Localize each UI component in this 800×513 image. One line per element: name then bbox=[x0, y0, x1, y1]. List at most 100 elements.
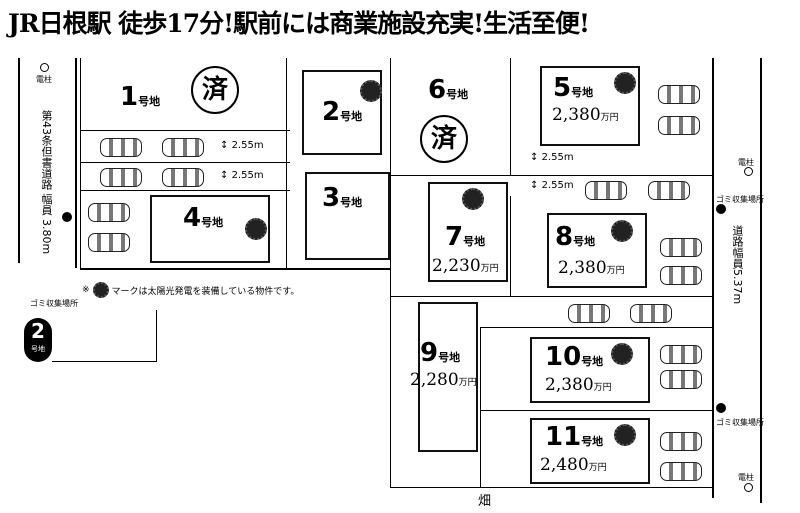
left-road-edge bbox=[18, 58, 20, 263]
dimension-label: ↕ 2.55m bbox=[530, 152, 574, 163]
lot-5-price: 2,380万円 bbox=[552, 105, 619, 125]
garbage-point-marker bbox=[716, 204, 726, 214]
boundary bbox=[80, 190, 290, 191]
boundary bbox=[80, 268, 390, 270]
solar-icon bbox=[462, 188, 484, 210]
boundary bbox=[390, 175, 712, 176]
utility-pole-icon bbox=[744, 167, 753, 176]
field-label: 畑 bbox=[478, 494, 492, 509]
lot-3-label: 3号地 bbox=[322, 183, 363, 213]
boundary bbox=[156, 310, 157, 362]
parking-car-icon bbox=[568, 304, 610, 323]
sold-mark-lot-6: 済 bbox=[420, 115, 468, 163]
solar-icon bbox=[611, 343, 633, 365]
lot-11-label: 11号地 bbox=[545, 422, 604, 452]
garbage-point-label: ゴミ収集場所 bbox=[716, 418, 764, 427]
utility-pole-icon bbox=[40, 63, 49, 72]
legend-note-text: マークは太陽光発電を装備している物件です。 bbox=[111, 286, 300, 297]
lot-7-label: 7号地 bbox=[445, 222, 486, 252]
lot-10-label: 10号地 bbox=[545, 342, 604, 372]
parking-car-icon bbox=[88, 203, 130, 222]
utility-pole-label: 電柱 bbox=[738, 158, 754, 167]
solar-icon bbox=[245, 218, 267, 240]
solar-icon bbox=[92, 282, 109, 298]
boundary bbox=[286, 58, 287, 268]
left-road-edge-inner bbox=[75, 58, 77, 268]
dimension-label: ↕ 2.55m bbox=[220, 170, 264, 181]
building-lot-8 bbox=[547, 213, 647, 288]
lot-6-label: 6号地 bbox=[428, 75, 469, 105]
utility-pole-label: 電柱 bbox=[36, 75, 52, 84]
boundary bbox=[80, 130, 290, 131]
parking-car-icon bbox=[630, 304, 672, 323]
parking-car-icon bbox=[100, 138, 142, 157]
solar-icon bbox=[611, 220, 633, 242]
building-lot-4 bbox=[150, 195, 270, 263]
parking-car-icon bbox=[88, 233, 130, 252]
page-title: JR日根駅 徒歩17分!駅前には商業施設充実!生活至便! bbox=[8, 9, 590, 38]
solar-legend-note: ※ マークは太陽光発電を装備している物件です。 bbox=[82, 282, 299, 298]
parking-car-icon bbox=[658, 85, 700, 104]
parking-car-icon bbox=[660, 462, 702, 481]
lot-2-badge: 2 号地 bbox=[24, 318, 52, 362]
garbage-point-marker bbox=[716, 403, 726, 413]
parking-car-icon bbox=[660, 266, 702, 285]
parking-car-icon bbox=[100, 168, 142, 187]
right-road-edge-outer bbox=[760, 58, 762, 503]
right-road-edge bbox=[712, 58, 714, 498]
left-road-label: 第43条但書道路 幅員 3.80m bbox=[40, 110, 53, 255]
badge-number: 2 bbox=[31, 319, 45, 343]
parking-car-icon bbox=[660, 432, 702, 451]
parking-car-icon bbox=[660, 345, 702, 364]
garbage-point-marker bbox=[62, 212, 72, 222]
solar-icon bbox=[360, 80, 382, 102]
solar-icon bbox=[614, 72, 636, 94]
lot-11-price: 2,480万円 bbox=[540, 455, 607, 475]
parking-car-icon bbox=[162, 138, 204, 157]
lot-5-label: 5号地 bbox=[553, 73, 594, 103]
badge-label: 号地 bbox=[31, 345, 45, 353]
parking-car-icon bbox=[660, 370, 702, 389]
utility-pole-icon bbox=[744, 483, 753, 492]
dimension-label: ↕ 2.55m bbox=[220, 140, 264, 151]
right-road-label: 道路幅員5.37m bbox=[731, 225, 744, 305]
garbage-point-label: ゴミ収集場所 bbox=[716, 195, 764, 204]
parking-car-icon bbox=[648, 181, 690, 200]
building-lot-5 bbox=[540, 66, 640, 146]
building-lot-9 bbox=[418, 302, 478, 452]
solar-icon bbox=[614, 424, 636, 446]
lot-9-label: 9号地 bbox=[420, 338, 461, 368]
building-lot-7 bbox=[428, 182, 508, 282]
parking-car-icon bbox=[658, 116, 700, 135]
note-mark: ※ bbox=[82, 285, 90, 295]
dimension-label: ↕ 2.55m bbox=[530, 180, 574, 191]
building-lot-11 bbox=[530, 418, 650, 484]
boundary bbox=[480, 327, 481, 487]
boundary bbox=[510, 196, 511, 296]
lot-8-price: 2,380万円 bbox=[558, 258, 625, 278]
parking-car-icon bbox=[660, 238, 702, 257]
lot-2-label: 2号地 bbox=[322, 97, 363, 127]
boundary bbox=[390, 487, 712, 488]
building-lot-2 bbox=[302, 70, 382, 155]
lot-10-price: 2,380万円 bbox=[545, 375, 612, 395]
boundary bbox=[510, 58, 511, 175]
lot-9-price: 2,280万円 bbox=[410, 370, 477, 390]
parking-car-icon bbox=[162, 168, 204, 187]
boundary bbox=[80, 162, 290, 163]
garbage-point-label: ゴミ収集場所 bbox=[30, 299, 78, 308]
lot-1-label: 1号地 bbox=[120, 82, 161, 112]
boundary bbox=[480, 327, 712, 328]
parking-car-icon bbox=[585, 181, 627, 200]
lot-4-label: 4号地 bbox=[183, 203, 224, 233]
building-lot-10 bbox=[530, 337, 650, 403]
boundary bbox=[52, 361, 157, 362]
sold-mark-lot-1: 済 bbox=[191, 66, 239, 114]
boundary bbox=[390, 58, 391, 488]
building-lot-3 bbox=[305, 172, 390, 260]
boundary bbox=[480, 410, 712, 411]
utility-pole-label: 電柱 bbox=[738, 473, 754, 482]
lot-8-label: 8号地 bbox=[555, 222, 596, 252]
boundary bbox=[80, 58, 81, 268]
boundary bbox=[390, 296, 712, 297]
